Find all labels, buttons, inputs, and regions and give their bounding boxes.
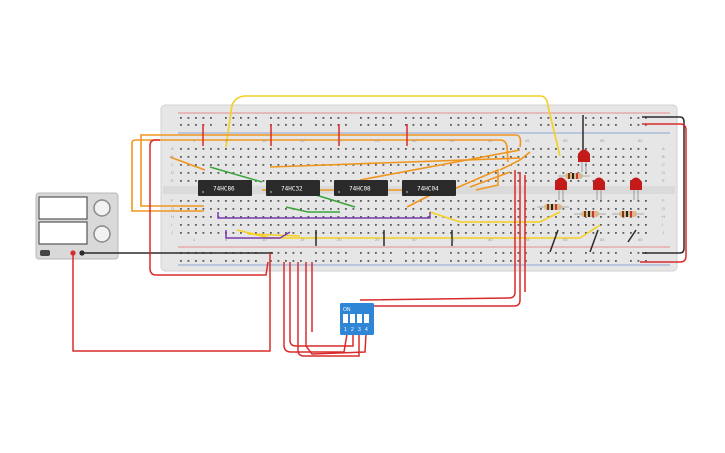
svg-text:G: G [662,206,665,211]
svg-text:55: 55 [600,138,605,143]
svg-text:A: A [171,146,174,151]
svg-text:C: C [662,162,665,167]
svg-text:10: 10 [262,237,267,242]
svg-text:G: G [171,206,174,211]
dip-position-4: 4 [365,327,368,333]
supply-positive-wire [72,253,271,352]
svg-text:E: E [171,178,174,183]
green-wires [209,166,356,213]
svg-text:40: 40 [488,138,493,143]
black-wires [315,115,685,254]
svg-text:D: D [171,170,174,175]
voltage-knob[interactable] [93,199,111,217]
dip-position-3: 3 [358,327,361,333]
svg-text:F: F [662,198,665,203]
dip-toggle-4[interactable] [364,314,369,323]
svg-text:H: H [171,214,174,219]
svg-text:B: B [662,154,665,159]
chip-74hc08-label: 74HC08 [349,186,371,193]
svg-text:35: 35 [450,138,455,143]
dip-toggle-1[interactable] [343,314,348,323]
svg-text:55: 55 [600,237,605,242]
power-switch[interactable] [40,250,50,256]
column-labels-top: 1 5 10 15 20 25 30 35 40 45 50 55 60 [193,138,643,143]
svg-text:15: 15 [300,138,305,143]
svg-text:A: A [662,146,665,151]
svg-text:J: J [171,230,173,235]
current-knob[interactable] [93,225,111,243]
led-3[interactable] [593,177,605,201]
dip-switch-on-label: ON [343,307,351,313]
svg-text:50: 50 [563,237,568,242]
svg-text:5: 5 [225,237,228,242]
chip-74hc04-label: 74HC04 [417,186,439,193]
power-supply[interactable] [35,192,119,260]
led-1[interactable] [578,149,590,173]
current-display [38,221,88,245]
yellow-wires [225,95,601,239]
svg-text:30: 30 [412,138,417,143]
led-2[interactable] [555,177,567,201]
svg-text:H: H [662,214,665,219]
svg-text:45: 45 [525,138,530,143]
chip-74hc32[interactable]: 74HC32 [266,180,320,196]
voltage-display [38,196,88,220]
svg-text:40: 40 [488,237,493,242]
svg-text:1: 1 [193,138,196,143]
row-labels: A B C D E F G H I J A B C D E F G H I J [171,146,665,235]
svg-text:I: I [662,222,663,227]
svg-text:25: 25 [375,237,380,242]
svg-text:60: 60 [638,138,643,143]
dip-switch[interactable]: ON 1 2 3 4 [340,303,374,335]
svg-text:10: 10 [262,138,267,143]
chip-74hc08[interactable]: 74HC08 [334,180,388,196]
led-4[interactable] [630,177,642,201]
svg-text:20: 20 [337,237,342,242]
svg-text:5: 5 [225,138,228,143]
svg-text:20: 20 [337,138,342,143]
svg-text:60: 60 [638,237,643,242]
dip-toggle-3[interactable] [357,314,362,323]
column-labels-bottom: 1 5 10 15 20 25 30 35 40 45 50 55 60 [193,237,643,242]
svg-text:J: J [662,230,664,235]
svg-text:25: 25 [375,138,380,143]
resistor-1[interactable] [558,173,590,179]
svg-text:I: I [171,222,172,227]
dip-toggle-2[interactable] [350,314,355,323]
red-wires [149,123,687,357]
resistor-2[interactable] [537,204,569,210]
dip-position-2: 2 [351,327,354,333]
svg-text:15: 15 [300,237,305,242]
chip-74hc86-label: 74HC86 [213,186,235,193]
svg-text:D: D [662,170,665,175]
dip-position-1: 1 [344,327,347,333]
resistor-3[interactable] [574,211,606,217]
svg-text:C: C [171,162,174,167]
chip-74hc32-label: 74HC32 [281,186,303,193]
svg-text:1: 1 [193,237,196,242]
purple-wires [217,212,431,239]
chip-74hc86[interactable]: 74HC86 [198,180,252,196]
chip-74hc04[interactable]: 74HC04 [402,180,456,196]
svg-text:B: B [171,154,174,159]
svg-text:45: 45 [525,237,530,242]
svg-text:30: 30 [412,237,417,242]
resistor-4[interactable] [612,211,644,217]
svg-text:50: 50 [563,138,568,143]
svg-text:E: E [662,178,665,183]
svg-text:F: F [171,198,174,203]
svg-text:35: 35 [450,237,455,242]
